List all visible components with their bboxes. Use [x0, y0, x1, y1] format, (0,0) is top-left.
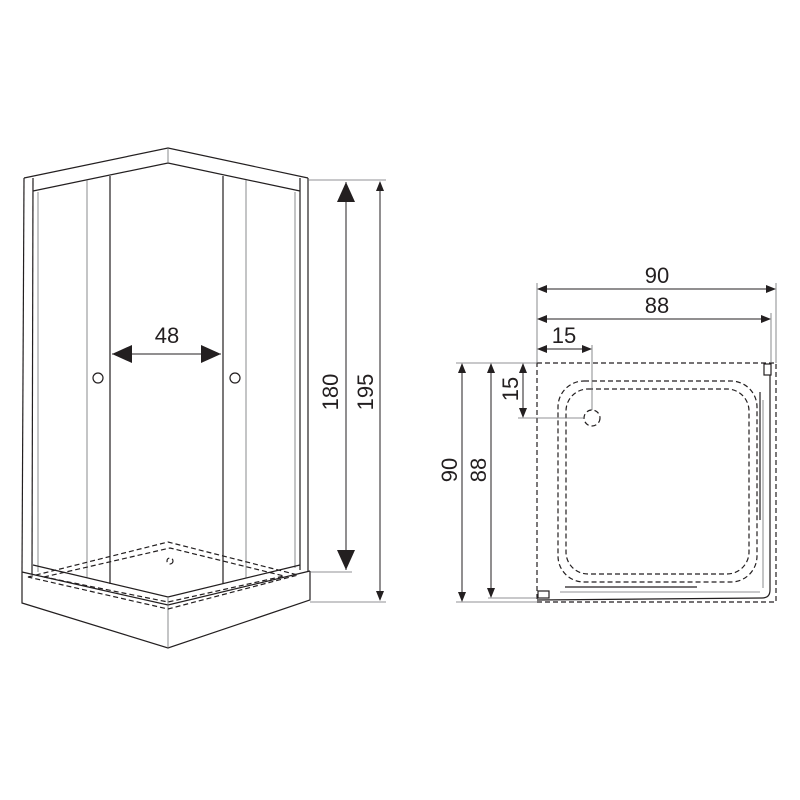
- plan-depth-outer-label: 90: [437, 458, 462, 482]
- plan-dimensions-vertical: 90 88 15: [437, 362, 584, 603]
- drain-icon: [166, 557, 174, 565]
- plan-view: 90 88 15 90 88 15: [437, 263, 777, 603]
- plan-width-outer-label: 90: [645, 263, 669, 288]
- door-opening-label: 48: [155, 323, 179, 348]
- tray-basin-outer: [557, 380, 758, 583]
- plan-depth-inner-label: 88: [466, 458, 491, 482]
- plan-width-inner-label: 88: [645, 293, 669, 318]
- dimension-heights: 180 195: [308, 179, 386, 603]
- door-handle-right: [229, 372, 241, 384]
- inner-height-label: 180: [318, 374, 343, 411]
- shower-tray: [21, 541, 311, 649]
- total-height-label: 195: [353, 374, 378, 411]
- drain-offset-x-label: 15: [552, 323, 576, 348]
- glass-panels: [536, 363, 772, 601]
- cabin-frame-posts: [21, 177, 309, 575]
- tray-basin-inner: [565, 388, 750, 575]
- plan-dimensions-horizontal: 90 88 15: [536, 263, 777, 410]
- sliding-doors: [86, 176, 247, 584]
- tray-outline: [536, 362, 777, 603]
- dimension-door-opening: 48: [112, 323, 221, 363]
- front-view: 48 180 195: [21, 147, 386, 649]
- drain-offset-y-label: 15: [498, 377, 523, 401]
- drain-icon: [583, 409, 601, 427]
- door-handle-left: [92, 372, 104, 384]
- cabin-roof: [23, 147, 309, 192]
